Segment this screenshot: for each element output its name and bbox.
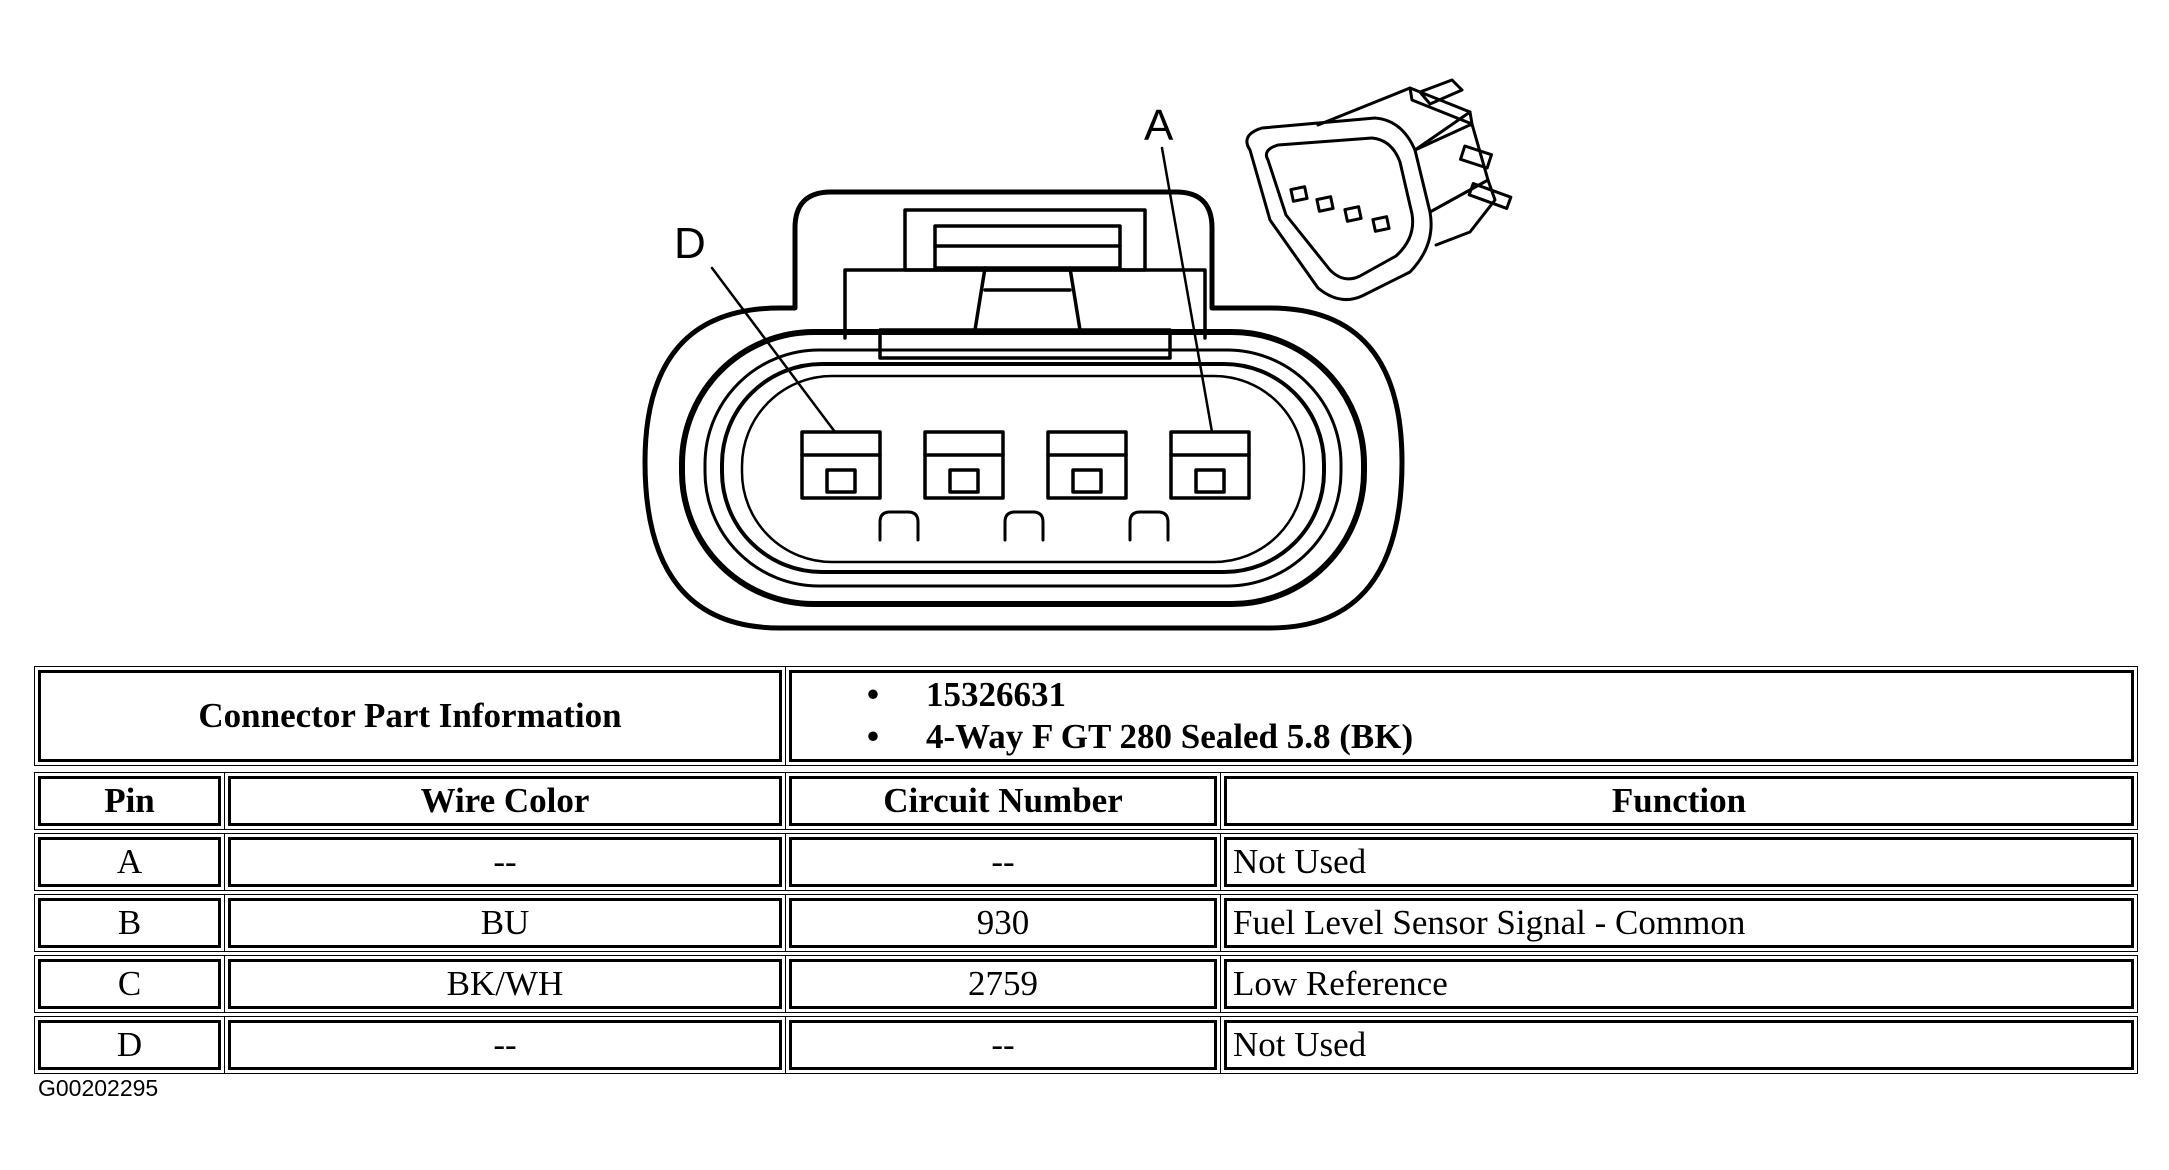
terminal-cavities [800, 430, 1251, 500]
locking-tab [843, 208, 1207, 360]
table-row-circuit-number: 2759 [785, 955, 1221, 1013]
header-pin: Pin [34, 772, 225, 830]
table-row-circuit-number: 930 [785, 894, 1221, 952]
connector-diagram: D A [642, 78, 1513, 631]
table-row-wire-color: -- [224, 833, 786, 891]
table-row-pin: C [34, 955, 225, 1013]
cavity-a [1169, 430, 1251, 500]
leader-line-a [1160, 146, 1214, 434]
table-row-circuit-number: -- [785, 833, 1221, 891]
table-row-pin: D [34, 1016, 225, 1074]
table-row-pin: A [34, 833, 225, 891]
part-info-values-cell: •15326631 •4-Way F GT 280 Sealed 5.8 (BK… [785, 666, 2138, 766]
part-info-item: •4-Way F GT 280 Sealed 5.8 (BK) [866, 717, 1414, 756]
connector-seal-ring-middle [703, 348, 1343, 588]
part-info-list: •15326631 •4-Way F GT 280 Sealed 5.8 (BK… [848, 674, 1413, 758]
header-function-label: Function [1611, 781, 1747, 820]
connector-seal-ring-inner [720, 362, 1326, 574]
part-number: 15326631 [926, 675, 1066, 714]
header-circuit-number-label: Circuit Number [883, 781, 1123, 820]
table-row-function: Low Reference [1220, 955, 2138, 1013]
header-function: Function [1220, 772, 2138, 830]
header-pin-label: Pin [104, 781, 155, 820]
part-description: 4-Way F GT 280 Sealed 5.8 (BK) [926, 717, 1414, 756]
connector-cavity-face [740, 374, 1306, 564]
header-wire-color-label: Wire Color [420, 781, 590, 820]
polarization-keys [878, 510, 1170, 542]
cavity-d [800, 430, 882, 500]
part-info-item: •15326631 [866, 675, 1066, 714]
pin-label-a: A [1144, 101, 1174, 150]
figure-id: G00202295 [38, 1075, 159, 1101]
cavity-c [923, 430, 1005, 500]
connector-housing-outline [642, 189, 1405, 631]
table-row-wire-color: BU [224, 894, 786, 952]
cavity-b [1046, 430, 1128, 500]
table-row-function: Fuel Level Sensor Signal - Common [1220, 894, 2138, 952]
part-info-label-cell: Connector Part Information [34, 666, 786, 766]
connector-seal-ring-outer [679, 329, 1367, 607]
header-wire-color: Wire Color [224, 772, 786, 830]
part-info-label: Connector Part Information [198, 696, 622, 735]
pin-label-d: D [674, 219, 706, 268]
connector-isometric-view [1245, 78, 1513, 302]
table-row-function: Not Used [1220, 833, 2138, 891]
leader-line-d [710, 266, 837, 434]
table-row-circuit-number: -- [785, 1016, 1221, 1074]
table-row-pin: B [34, 894, 225, 952]
table-row-function: Not Used [1220, 1016, 2138, 1074]
table-row-wire-color: BK/WH [224, 955, 786, 1013]
table-row-wire-color: -- [224, 1016, 786, 1074]
header-circuit-number: Circuit Number [785, 772, 1221, 830]
